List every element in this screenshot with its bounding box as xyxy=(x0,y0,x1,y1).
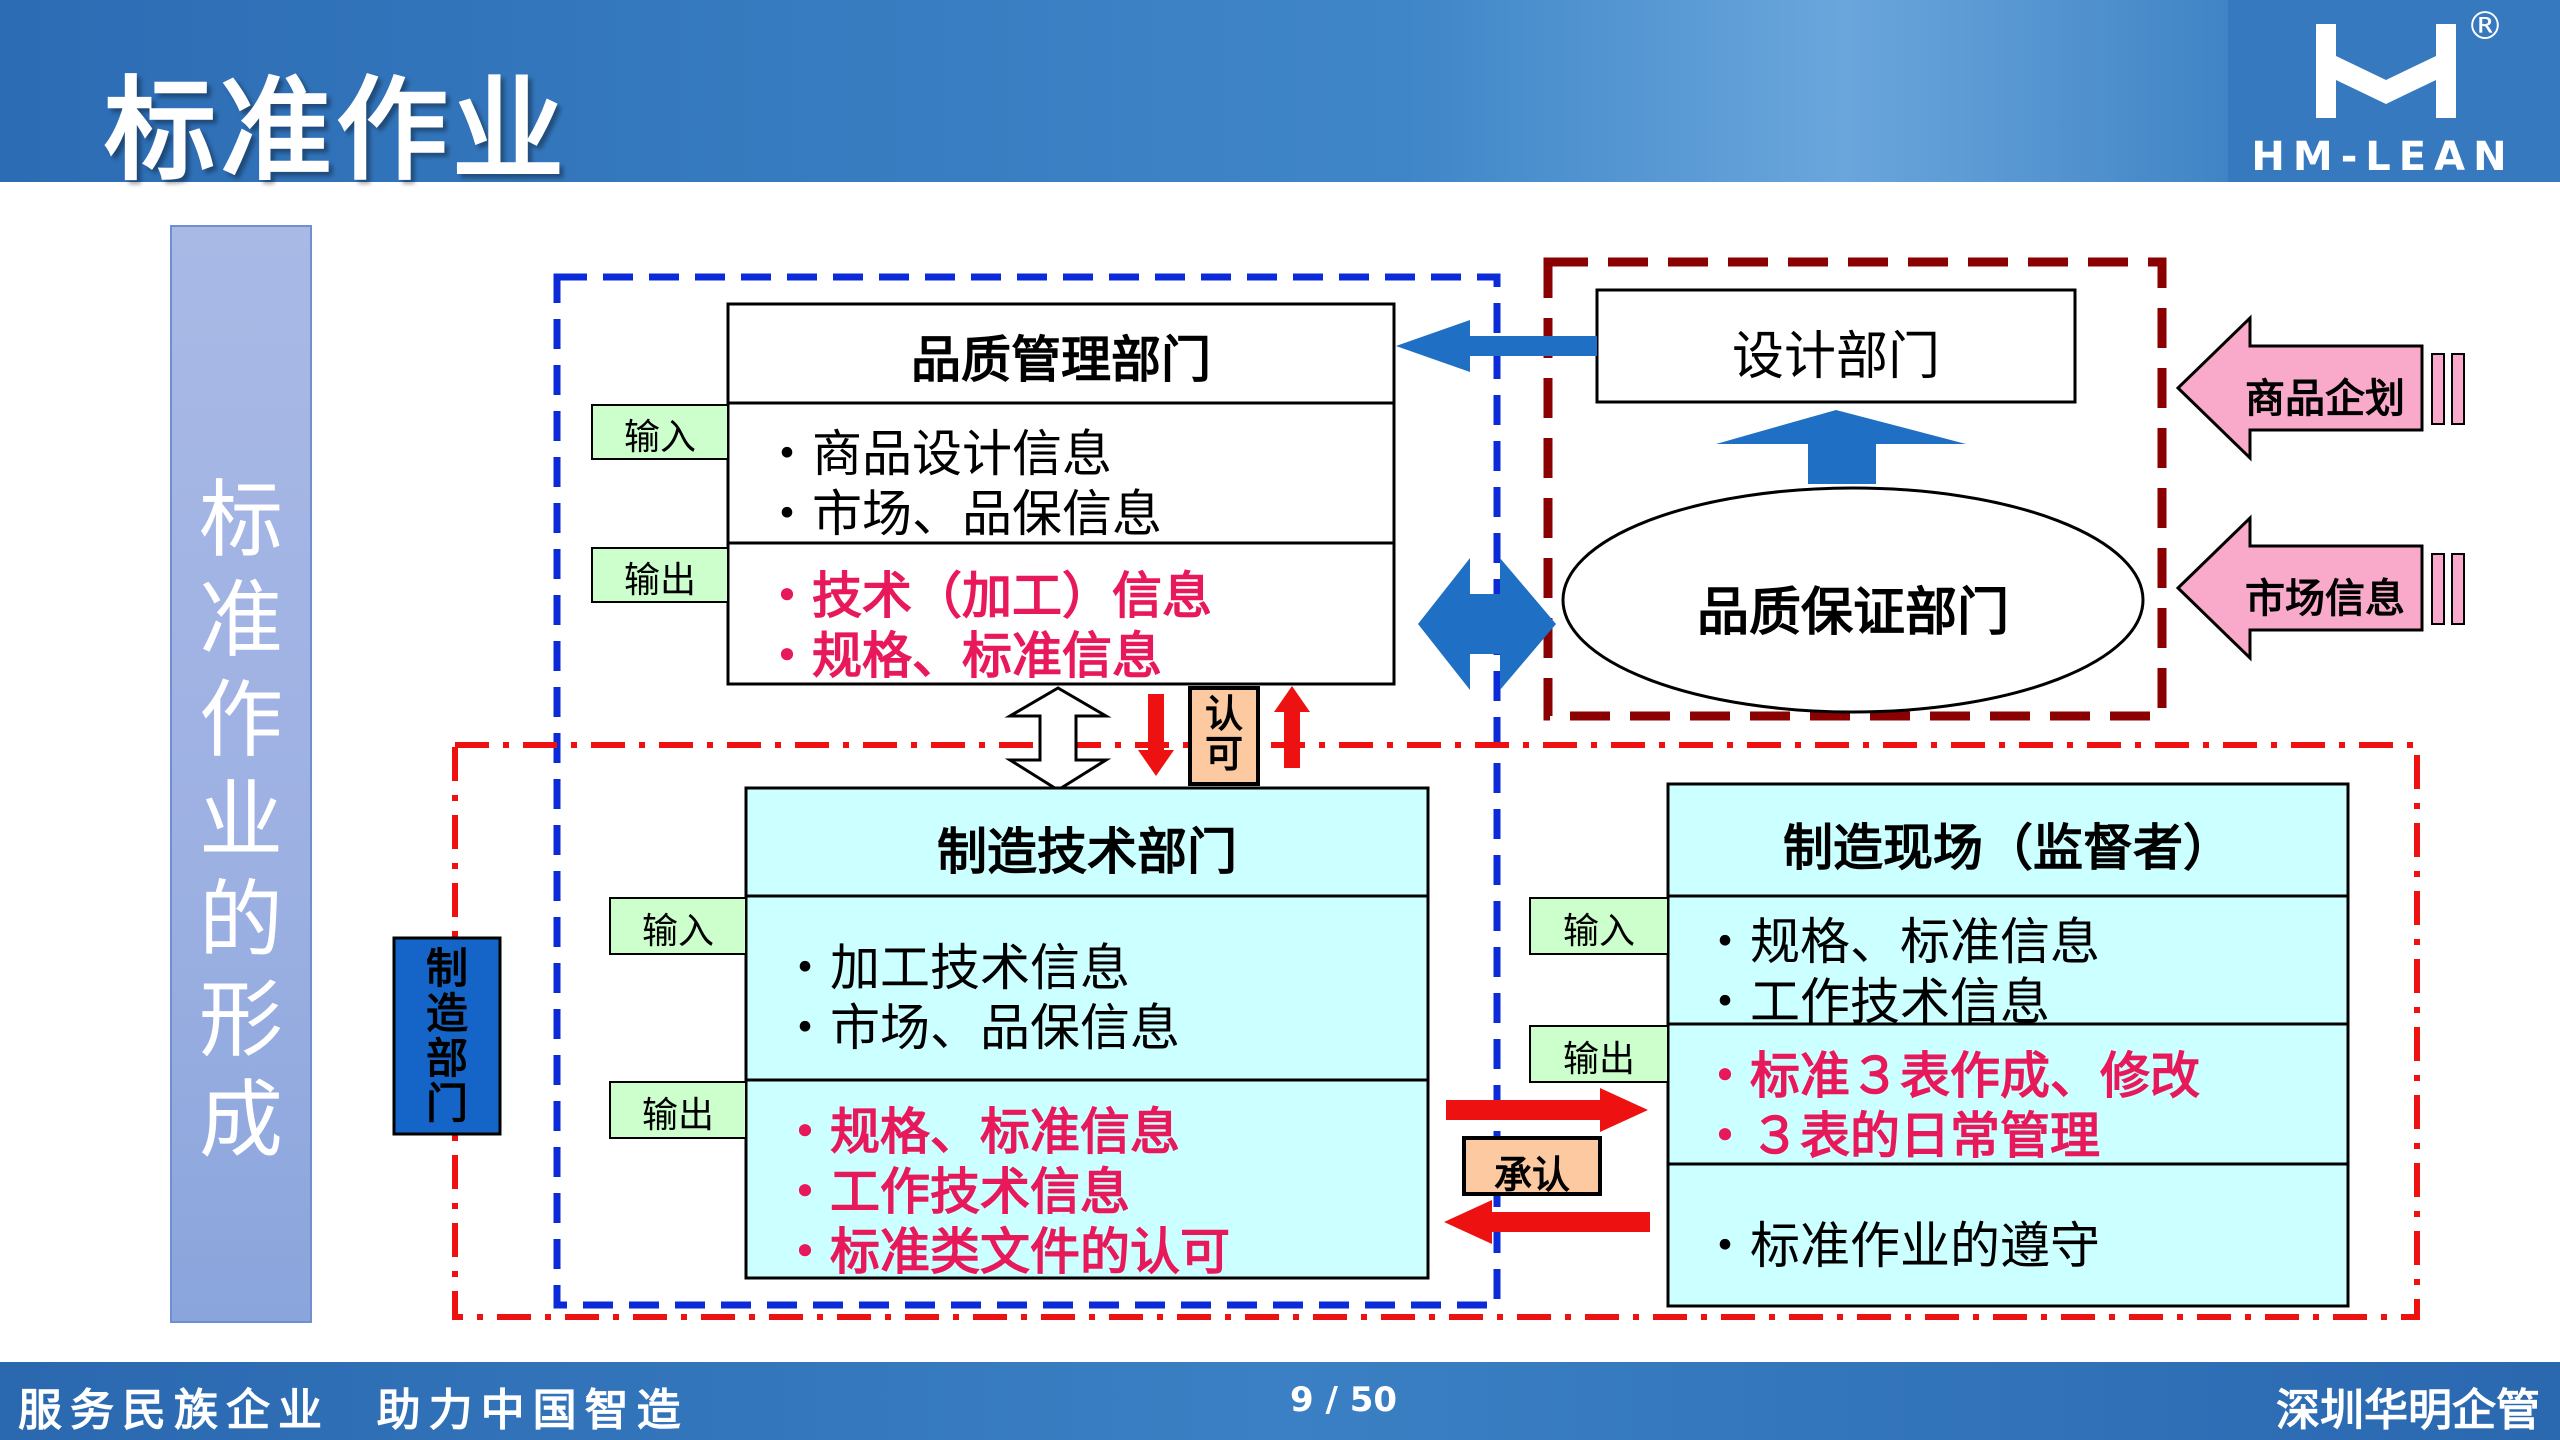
qm-output-1: ・技术（加工）信息 xyxy=(762,567,1212,625)
ms-output-tag-box xyxy=(1529,1025,1669,1083)
mt-input-1: ・加工技术信息 xyxy=(780,939,1130,997)
qa-title: 品质保证部门 xyxy=(1696,583,2009,643)
mfg-tech-box xyxy=(744,786,1430,1280)
mt-input-tag: 输入 xyxy=(641,911,714,952)
manufacturing-dept-label: 制造部门 xyxy=(425,944,468,1128)
red-arrow-down xyxy=(1138,750,1174,776)
ms-title: 制造现场（监督者） xyxy=(1783,819,2233,877)
qa-ellipse xyxy=(1561,486,2145,714)
market-info-arrow xyxy=(2175,514,2424,662)
ms-input-1: ・规格、标准信息 xyxy=(1700,913,2100,971)
ms-output-1: ・标准３表作成、修改 xyxy=(1700,1047,2200,1105)
approval-vertical-label: 认可 xyxy=(1204,692,1243,776)
hm-logo-icon xyxy=(2316,24,2456,118)
approval-horizontal-label: 承认 xyxy=(1493,1153,1570,1197)
product-plan-label: 商品企划 xyxy=(2245,376,2405,422)
registered-mark: ® xyxy=(2466,4,2504,48)
footer-bar xyxy=(0,1362,2560,1440)
mt-output-3: ・标准类文件的认可 xyxy=(780,1223,1230,1281)
logo-text: HM-LEAN xyxy=(2251,134,2515,180)
footer-slogan: 服务民族企业 助力中国智造 xyxy=(18,1385,689,1436)
mt-output-2: ・工作技术信息 xyxy=(780,1163,1130,1221)
ms-input-tag-box xyxy=(1529,897,1669,955)
qa-region-border xyxy=(1543,257,2167,721)
page-title: 标准作业 xyxy=(104,66,568,196)
qm-title: 品质管理部门 xyxy=(911,331,1211,389)
ms-input-2: ・工作技术信息 xyxy=(1700,973,2050,1031)
qm-input-tag-box xyxy=(591,404,729,460)
arrow-qm-mfgtech-bidirectional xyxy=(1004,686,1112,792)
mt-input-tag-box xyxy=(609,897,747,955)
mfg-site-box xyxy=(1666,782,2350,1308)
page-number: 9 / 50 xyxy=(1290,1380,1398,1420)
ms-other: ・标准作业的遵守 xyxy=(1700,1217,2100,1275)
ms-input-tag: 输入 xyxy=(1562,911,1635,952)
mt-title: 制造技术部门 xyxy=(937,823,1237,881)
red-arrow-left xyxy=(1444,1200,1492,1244)
mt-output-tag: 输出 xyxy=(641,1095,714,1136)
arrow-design-to-qm xyxy=(1396,320,1597,372)
ms-output-2: ・３表的日常管理 xyxy=(1700,1107,2100,1165)
footer-company: 深圳华明企管 xyxy=(2276,1385,2540,1436)
mt-output-1: ・规格、标准信息 xyxy=(780,1103,1180,1161)
quality-mgmt-box xyxy=(726,302,1396,686)
qm-output-2: ・规格、标准信息 xyxy=(762,627,1162,685)
design-box xyxy=(1595,288,2077,404)
red-arrow-up xyxy=(1274,686,1310,712)
side-title: 标准作业的形成 xyxy=(198,471,283,1169)
qm-output-tag-box xyxy=(591,547,729,603)
approval-vertical-box xyxy=(1188,686,1260,786)
ms-output-tag: 输出 xyxy=(1562,1039,1635,1080)
red-arrow-right xyxy=(1600,1088,1648,1132)
logo xyxy=(2228,0,2560,182)
mt-output-tag-box xyxy=(609,1081,747,1139)
product-plan-arrow xyxy=(2175,314,2424,462)
qm-output-tag: 输出 xyxy=(623,560,696,601)
quality-region-border xyxy=(553,273,1501,1309)
qm-input-tag: 输入 xyxy=(623,417,696,458)
manufacturing-dept-box xyxy=(392,936,502,1136)
market-info-label: 市场信息 xyxy=(2245,576,2405,622)
approval-horizontal-box xyxy=(1462,1136,1602,1196)
design-title: 设计部门 xyxy=(1731,327,1940,387)
arrow-qa-to-design xyxy=(1716,410,1966,484)
side-banner xyxy=(170,225,312,1323)
qm-input-1: ・商品设计信息 xyxy=(762,425,1112,483)
header-bar xyxy=(0,0,2560,182)
qm-input-2: ・市场、品保信息 xyxy=(762,485,1162,543)
arrow-qm-qa-bidirectional xyxy=(1418,558,1556,690)
mt-input-2: ・市场、品保信息 xyxy=(780,999,1180,1057)
